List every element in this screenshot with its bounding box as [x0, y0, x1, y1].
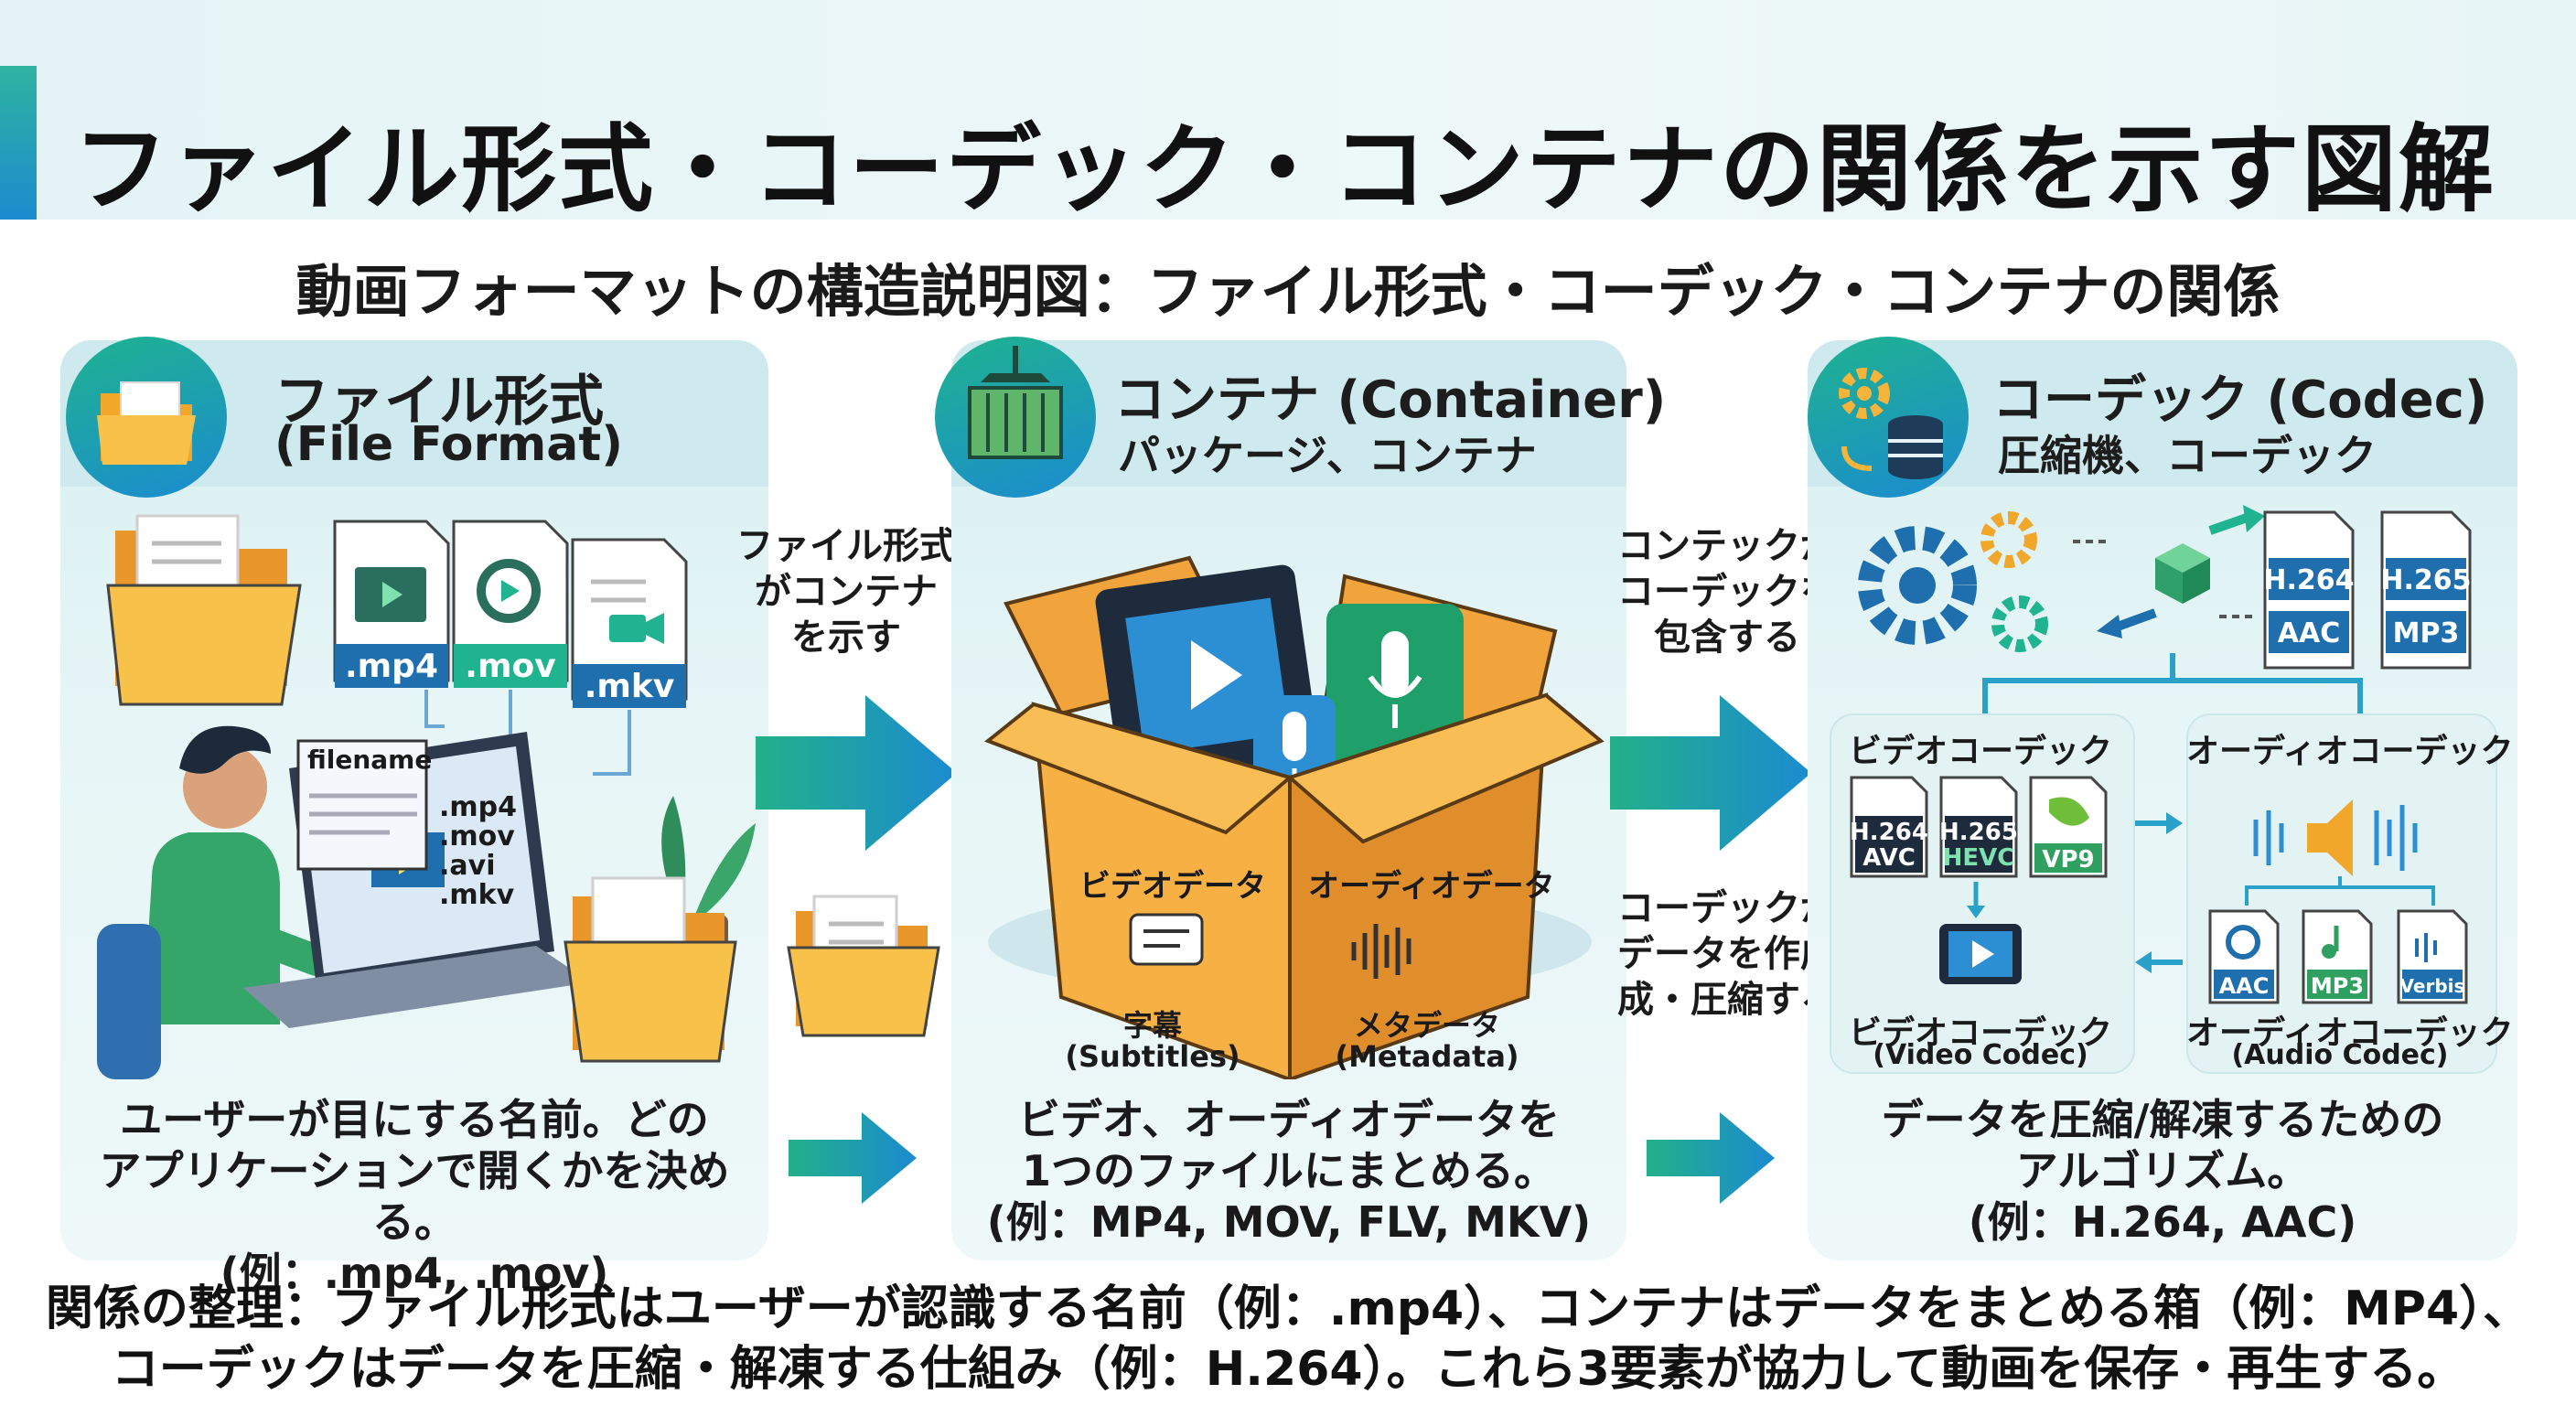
video-codec-card-title: ビデオコーデック [1848, 733, 2112, 770]
video-tag-h264: H.264 [1850, 819, 1928, 846]
container-subtitle: パッケージ、コンテナ [1118, 431, 1537, 480]
container-box-illustration: ビデオデータ オーディオデータ [984, 555, 1605, 1079]
folder-icon [106, 514, 302, 706]
folder-badge-icon [66, 337, 227, 498]
file-format-desc-line: (例：.mp4, .mov) [220, 1249, 609, 1298]
video-tag-avc: AVC [1862, 844, 1916, 872]
container-title: コンテナ (Container) [1114, 370, 1667, 430]
video-codec-card [1830, 713, 2135, 1074]
flow-label-codec-creates: コーデックが データを作成 成・圧縮する [1617, 887, 1837, 1021]
screen-ext-mkv: .mkv [439, 879, 515, 911]
mp3-file-icon: MP3 [2302, 909, 2373, 1004]
mp4-file-icon: .mp4 [333, 520, 450, 688]
h264-avc-icon: H.264 AVC [1850, 776, 1928, 878]
gears-icon [1858, 511, 2048, 652]
mov-file-icon: .mov [452, 520, 569, 688]
h265-hevc-icon: H.265 HEVC [1939, 776, 2018, 878]
mkv-file-icon: .mkv [571, 538, 688, 708]
subtitles-en-label: (Subtitles) [1065, 1039, 1240, 1074]
aac-tag-bottom: AAC [2278, 617, 2340, 649]
h265-mp3-file-icon: H.265 MP3 [2380, 510, 2472, 670]
speaker-icon [2253, 799, 2418, 876]
file-format-desc-line: ユーザーが目にする名前。どの [120, 1095, 709, 1144]
container-desc-line: (例：MP4, MOV, FLV, MKV) [986, 1197, 1592, 1247]
page-subtitle: 動画フォーマットの構造説明図：ファイル形式・コーデック・コンテナの関係 [295, 258, 2281, 325]
title-banner [0, 0, 2576, 220]
filename-label: filename [307, 745, 432, 775]
file-format-subtitle: (File Format) [274, 417, 623, 472]
codec-desc-line: (例：H.264, AAC) [1968, 1197, 2357, 1247]
subtitle-bubble-icon [1129, 913, 1204, 966]
arrow-file-to-container-icon [756, 695, 957, 851]
audio-codec-footer: オーディオコーデック [2186, 1014, 2514, 1052]
file-format-illustration: .mp4 .mov .mkv filename [97, 514, 756, 1079]
video-player-icon [1939, 924, 2022, 984]
codec-top-illustration: H.264 AAC H.265 MP3 [1858, 505, 2472, 670]
arrow-small-1-icon [789, 1112, 917, 1204]
audio-data-label: オーディオデータ [1308, 868, 1555, 905]
vp9-icon: VP9 [2029, 776, 2108, 878]
flow-label-container-to-codec: コンテックが コーデックを 包含する [1617, 525, 1837, 659]
mkv-tag-text: .mkv [585, 668, 675, 705]
file-format-title: ファイル形式 [274, 370, 604, 434]
container-desc-line: ビデオ、オーディオデータを [1017, 1095, 1561, 1144]
aac-file-icon: AAC [2208, 909, 2280, 1004]
audio-codec-card-title: オーディオコーデック [2186, 733, 2514, 770]
h264-tag-top: H.264 [2263, 564, 2354, 596]
codec-description: データを圧縮/解凍するための アルゴリズム。 (例：H.264, AAC) [1808, 1094, 2517, 1248]
metadata-label: メタデータ [1353, 1008, 1500, 1043]
subtitles-label: 字幕 [1122, 1008, 1182, 1043]
video-tag-vp9: VP9 [2042, 846, 2094, 874]
waveform-icon [1351, 924, 1411, 979]
gear-database-badge-icon [1808, 337, 1969, 498]
screen-ext-mov: .mov [439, 820, 515, 853]
folder-open-icon [564, 876, 737, 1063]
title-accent-bar [0, 66, 37, 220]
summary-line: コーデックはデータを圧縮・解凍する仕組み（例：H.264）。これら3要素が協力し… [111, 1342, 2465, 1397]
folder-flow-icon [787, 895, 940, 1037]
screen-ext-avi: .avi [439, 850, 495, 882]
audio-tag-verbis: Verbis [2400, 975, 2465, 997]
audio-codec-footer-en: (Audio Codec) [2231, 1039, 2449, 1071]
flow-label-file-to-container: ファイル形式 がコンテナ を示す [736, 525, 956, 659]
video-tag-h265: H.265 [1939, 819, 2018, 846]
audio-codec-card [2186, 713, 2497, 1074]
verbis-file-icon: Verbis [2397, 909, 2468, 1004]
audio-codec-tags: AAC MP3 Verbis [2208, 799, 2468, 1004]
mp3-tag-bottom: MP3 [2393, 617, 2460, 649]
cube-icon [2155, 543, 2210, 604]
codec-split-connector [1982, 653, 2363, 717]
mov-tag-text: .mov [465, 648, 555, 685]
screen-ext-mp4: .mp4 [439, 791, 517, 823]
arrow-small-2-icon [1647, 1112, 1775, 1204]
codec-desc-line: アルゴリズム。 [2015, 1146, 2310, 1196]
audio-tag-mp3: MP3 [2311, 973, 2364, 999]
container-description: ビデオ、オーディオデータを 1つのファイルにまとめる。 (例：MP4, MOV,… [951, 1094, 1626, 1248]
mp4-tag-text: .mp4 [345, 648, 438, 685]
video-codec-tags: H.264 AVC H.265 HEVC VP9 [1850, 776, 2108, 984]
codec-subtitle: 圧縮機、コーデック [1998, 431, 2377, 480]
h265-tag-top: H.265 [2380, 564, 2471, 596]
codec-title: コーデック (Codec) [1992, 370, 2488, 430]
video-codec-footer: ビデオコーデック [1848, 1014, 2112, 1052]
video-data-label: ビデオデータ [1079, 868, 1266, 905]
summary-line: 関係の整理：ファイル形式はユーザーが認識する名前（例：.mp4）、コンテナはデー… [45, 1282, 2531, 1336]
filename-window: filename [296, 739, 432, 871]
arrow-container-to-codec-icon [1610, 695, 1811, 851]
card-arrows-icon [2135, 812, 2183, 973]
user-illustration [97, 725, 332, 1079]
page-title: ファイル形式・コーデック・コンテナの関係を示す図解 [73, 113, 2496, 225]
video-tag-hevc: HEVC [1943, 844, 2015, 872]
codec-desc-line: データを圧縮/解凍するための [1881, 1095, 2444, 1144]
file-format-description: ユーザーが目にする名前。どの アプリケーションで開くかを決める。 (例：.mp4… [60, 1094, 768, 1299]
audio-tag-aac: AAC [2219, 973, 2270, 999]
shipping-container-badge-icon [935, 337, 1096, 498]
video-codec-footer-en: (Video Codec) [1873, 1039, 2088, 1071]
h264-aac-file-icon: H.264 AAC [2263, 510, 2355, 670]
file-format-desc-line: アプリケーションで開くかを決める。 [99, 1146, 730, 1247]
container-desc-line: 1つのファイルにまとめる。 [1021, 1146, 1556, 1196]
metadata-en-label: (Metadata) [1335, 1039, 1519, 1074]
summary-text: 関係の整理：ファイル形式はユーザーが認識する名前（例：.mp4）、コンテナはデー… [0, 1279, 2576, 1400]
